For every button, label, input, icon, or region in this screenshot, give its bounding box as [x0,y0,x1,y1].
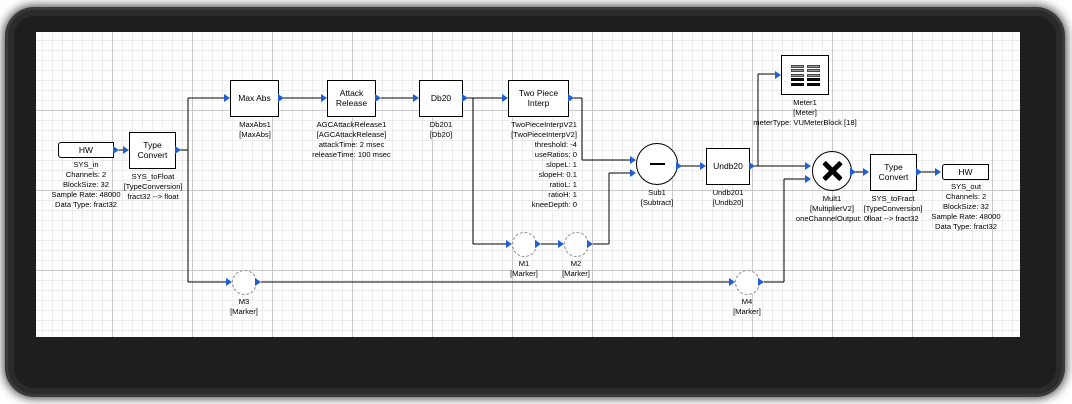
two-piece-interp-output-port[interactable] [568,94,574,102]
two-piece-interp-caption: TwoPieceInterpV21 [TwoPieceInterpV2] thr… [511,120,577,210]
mult1-input-port-b[interactable] [805,175,811,183]
mult1-output-port[interactable] [850,168,856,176]
m3-input-port[interactable] [226,278,232,286]
type-convert-out-input-port[interactable] [863,168,869,176]
meter1-caption: Meter1 [Meter] meterType: VUMeterBlock [… [753,98,857,128]
multiply-icon [821,160,843,182]
diagram-canvas[interactable]: HW SYS_in Channels: 2 BlockSize: 32 Samp… [36,32,1020,337]
db20-shape[interactable]: Db20 [419,80,463,117]
meter1-shape[interactable] [781,55,829,95]
type-convert-in-output-port[interactable] [175,146,181,154]
type-convert-out-caption: SYS_toFract [TypeConversion] float --> f… [863,194,923,224]
hw-out-label: HW [958,167,973,177]
hw-out-input-port[interactable] [935,168,941,176]
max-abs-label: Max Abs [238,92,271,103]
attack-release-input-port[interactable] [321,94,327,102]
m2-input-port[interactable] [558,240,564,248]
m2-caption: M2 [Marker] [562,259,590,279]
mult1-shape[interactable] [812,151,852,191]
db20-label: Db20 [430,92,452,103]
undb20-output-port[interactable] [749,162,755,170]
mult1-input-port-a[interactable] [805,162,811,170]
attack-release-label: Attack Release [335,87,368,108]
m4-output-port[interactable] [758,278,764,286]
m1-output-port[interactable] [535,240,541,248]
max-abs-caption: MaxAbs1 [MaxAbs] [239,120,271,140]
type-convert-out-output-port[interactable] [916,168,922,176]
m1-caption: M1 [Marker] [510,259,538,279]
m3-shape[interactable] [232,270,257,295]
attack-release-output-port[interactable] [375,94,381,102]
meter1-input-port[interactable] [775,71,781,79]
type-convert-in-caption: SYS_toFloat [TypeConversion] fract32 -->… [123,172,183,202]
two-piece-interp-input-port[interactable] [502,94,508,102]
m3-caption: M3 [Marker] [230,297,258,317]
hw-out-caption: SYS_out Channels: 2 BlockSize: 32 Sample… [931,182,1001,232]
type-convert-in-shape[interactable]: Type Convert [129,132,176,169]
sub1-input-port-a[interactable] [630,156,636,164]
minus-icon [649,163,665,165]
max-abs-output-port[interactable] [278,94,284,102]
hw-in-label: HW [78,145,94,155]
max-abs-input-port[interactable] [224,94,230,102]
wire-layer [119,73,936,283]
m2-output-port[interactable] [587,240,593,248]
m4-input-port[interactable] [729,278,735,286]
attack-release-caption: AGCAttackRelease1 [AGCAttackRelease] att… [312,120,391,160]
vu-meter-icon [790,64,820,86]
db20-caption: Db201 [Db20] [429,120,453,140]
m2-shape[interactable] [564,232,589,257]
undb20-label: Undb20 [713,160,743,171]
type-convert-in-label: Type Convert [137,139,168,160]
type-convert-out-shape[interactable]: Type Convert [870,154,917,191]
hw-in-shape[interactable]: HW [58,142,114,158]
m4-shape[interactable] [735,270,760,295]
hw-in-caption: SYS_in Channels: 2 BlockSize: 32 Sample … [51,160,121,210]
two-piece-interp-label: Two Piece Interp [518,87,559,108]
sub1-shape[interactable] [636,143,678,185]
m1-shape[interactable] [512,232,537,257]
two-piece-interp-shape[interactable]: Two Piece Interp [508,80,569,117]
undb20-caption: Undb201 [Undb20] [712,188,744,208]
hw-in-output-port[interactable] [113,146,119,154]
attack-release-shape[interactable]: Attack Release [327,80,376,117]
undb20-input-port[interactable] [700,162,706,170]
max-abs-shape[interactable]: Max Abs [230,80,279,117]
type-convert-out-label: Type Convert [878,161,909,182]
db20-input-port[interactable] [413,94,419,102]
sub1-caption: Sub1 [Subtract] [640,188,674,208]
sub1-output-port[interactable] [676,162,682,170]
undb20-shape[interactable]: Undb20 [706,148,750,185]
m4-caption: M4 [Marker] [733,297,761,317]
m1-input-port[interactable] [506,240,512,248]
m3-output-port[interactable] [255,278,261,286]
mult1-caption: Mult1 [MultiplierV2] oneChannelOutput: 0 [795,194,869,224]
sub1-input-port-b[interactable] [630,169,636,177]
db20-output-port[interactable] [462,94,468,102]
type-convert-in-input-port[interactable] [123,146,129,154]
hw-out-shape[interactable]: HW [942,164,989,180]
